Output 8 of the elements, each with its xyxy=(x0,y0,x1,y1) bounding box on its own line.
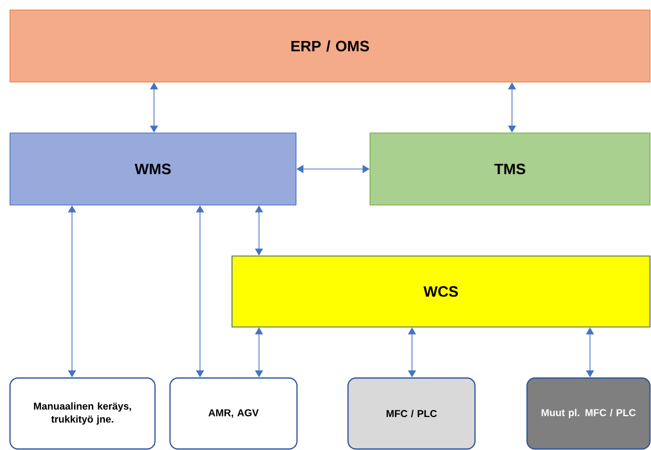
system-box: ERP / OMS xyxy=(10,10,650,82)
device-box: Muut pl. MFC / PLC xyxy=(526,377,651,450)
system-box: WMS xyxy=(10,132,296,206)
device-box: MFC / PLC xyxy=(347,377,476,450)
system-box: TMS xyxy=(370,132,650,206)
device-box: AMR, AGV xyxy=(169,377,298,450)
device-box: Manuaalinen keräys, trukkityö jne. xyxy=(9,377,156,450)
system-box: WCS xyxy=(232,256,650,328)
